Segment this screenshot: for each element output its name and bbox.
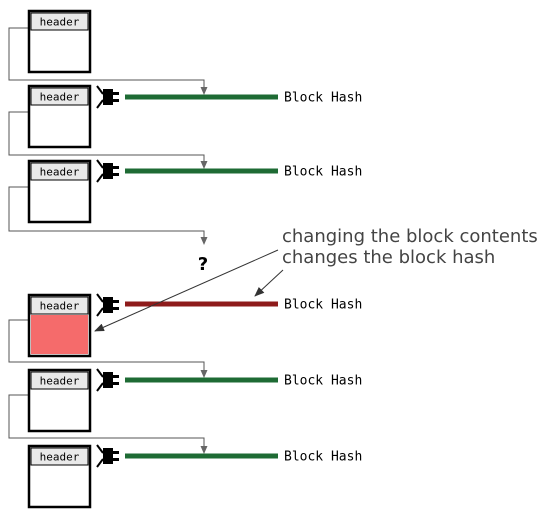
chain-connectors (8, 27, 208, 454)
header-field (30, 371, 89, 390)
header-field (30, 162, 89, 181)
hash-label: Block Hash (284, 91, 362, 106)
block-6: header Block Hash (27, 444, 362, 509)
changed-contents (31, 315, 88, 354)
hash-label: Block Hash (284, 450, 362, 465)
plug-icon (96, 368, 119, 392)
header-field (30, 447, 89, 466)
block-1: header (27, 9, 92, 74)
plug-icon (96, 159, 119, 183)
hash-label: Block Hash (284, 165, 362, 180)
header-label: header (40, 16, 80, 29)
block-3: header Block Hash (27, 159, 362, 224)
header-field (30, 87, 89, 106)
annotation-line-1: changing the block contents (282, 226, 538, 247)
annotation-line-2: changes the block hash (282, 247, 495, 268)
header-field (30, 12, 89, 31)
connector-2-3 (8, 111, 208, 169)
connector-1-2 (8, 27, 208, 95)
annotation-arrow-to-block (94, 249, 279, 332)
header-label: header (40, 375, 80, 388)
header-label: header (40, 300, 80, 313)
block-2: header Block Hash (27, 84, 362, 149)
header-label: header (40, 451, 80, 464)
gap-question-mark: ? (198, 254, 208, 275)
plug-icon (96, 293, 119, 317)
block-5: header Block Hash (27, 368, 362, 433)
annotation-arrow-to-hash (254, 269, 284, 297)
header-field (30, 296, 89, 315)
connector-3-gap (8, 186, 208, 245)
header-label: header (40, 91, 80, 104)
header-label: header (40, 166, 80, 179)
connector-4-5 (8, 319, 208, 378)
block-4-changed: header Block Hash (27, 293, 362, 358)
hash-label: Block Hash (284, 298, 362, 313)
annotation: changing the block contents changes the … (94, 226, 538, 332)
connector-5-6 (8, 394, 208, 454)
hash-label: Block Hash (284, 374, 362, 389)
plug-icon (96, 85, 119, 109)
plug-icon (96, 444, 119, 468)
